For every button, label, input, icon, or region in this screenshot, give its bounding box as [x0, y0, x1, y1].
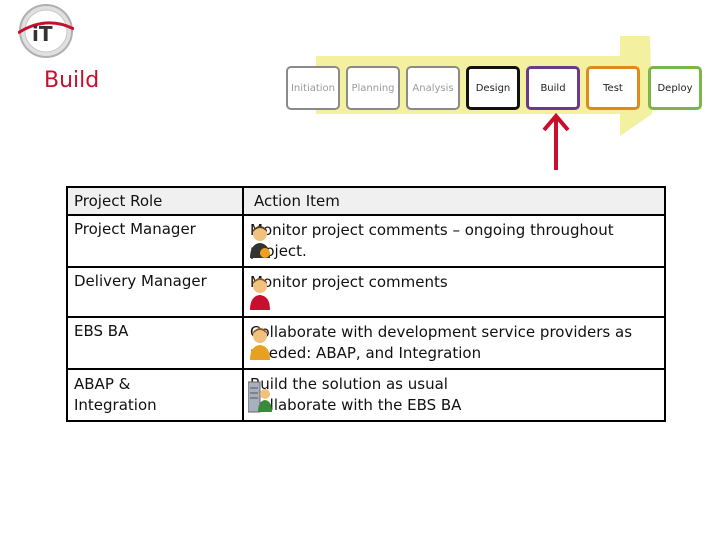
role-cell: ABAP & Integration — [66, 368, 272, 422]
role-label: Integration — [74, 396, 157, 414]
header-action-item: Action Item — [242, 186, 666, 216]
action-text: Monitor project comments – ongoing throu… — [250, 221, 614, 239]
svg-text:iT: iT — [32, 22, 53, 46]
table-row: ABAP & Integration Build the solution as… — [66, 368, 666, 422]
phase-analysis[interactable]: Analysis — [406, 66, 460, 110]
process-phase-bar: Initiation Planning Analysis Design Buil… — [280, 28, 720, 148]
role-cell: Project Manager — [66, 214, 270, 268]
phase-design[interactable]: Design — [466, 66, 520, 110]
delivery-person-icon — [250, 278, 270, 310]
role-cell: EBS BA — [66, 316, 270, 370]
role-label: Project Manager — [74, 220, 196, 238]
phase-build[interactable]: Build — [526, 66, 580, 110]
company-logo: iT — [17, 3, 75, 59]
table-header-row: Project Role Action Item — [66, 186, 666, 216]
header-project-role: Project Role — [66, 186, 243, 216]
phase-initiation[interactable]: Initiation — [286, 66, 340, 110]
role-cell: Delivery Manager — [66, 266, 270, 318]
role-label: ABAP & — [74, 375, 131, 393]
phase-test[interactable]: Test — [586, 66, 640, 110]
action-text: Build the solution as usual — [250, 375, 448, 393]
page-title: Build — [44, 68, 100, 93]
action-text: needed: ABAP, and Integration — [250, 344, 482, 362]
action-text: Monitor project comments — [250, 273, 448, 291]
role-label: Delivery Manager — [74, 272, 207, 290]
server-person-icon — [248, 381, 272, 413]
manager-person-icon — [250, 226, 270, 258]
roles-table: Project Role Action Item Project Manager… — [66, 186, 666, 422]
action-text: project. — [250, 242, 307, 260]
table-row: Project Manager Monitor project comments… — [66, 214, 666, 268]
current-phase-arrow-icon — [542, 112, 570, 170]
action-text: Collaborate with development service pro… — [250, 323, 633, 341]
role-label: EBS BA — [74, 322, 129, 340]
action-text: Collaborate with the EBS BA — [250, 396, 462, 414]
phase-planning[interactable]: Planning — [346, 66, 400, 110]
phase-deploy[interactable]: Deploy — [648, 66, 702, 110]
table-row: EBS BA Collaborate with development serv… — [66, 316, 666, 370]
table-row: Delivery Manager Monitor project comment… — [66, 266, 666, 318]
analyst-person-icon — [250, 328, 270, 360]
